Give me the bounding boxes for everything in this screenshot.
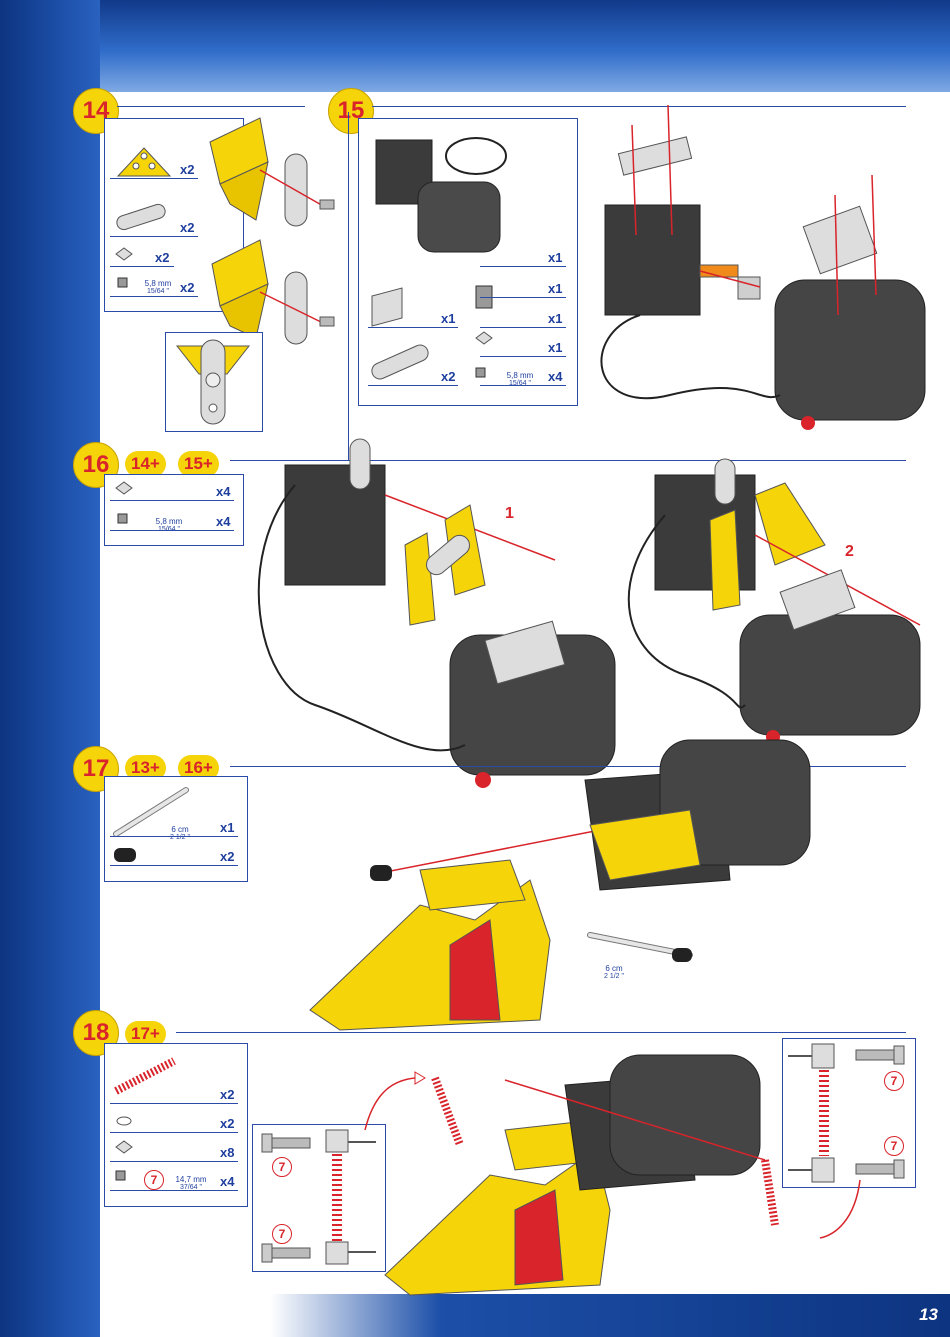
step-14-detail-art (165, 332, 261, 430)
step-16-label-1: 1 (505, 505, 514, 523)
step-18-left-mark-top: 7 (272, 1157, 292, 1177)
step-18-right-mark-bottom: 7 (884, 1136, 904, 1156)
step-18-left-mark-bottom: 7 (272, 1224, 292, 1244)
step-15-qty-7: x4 (548, 369, 562, 384)
step-18-right-mark-top: 7 (884, 1071, 904, 1091)
left-blue-band (0, 0, 100, 1337)
step-15-qty-5: x1 (548, 340, 562, 355)
step-16-label-2: 2 (845, 543, 854, 561)
step-17-assembly-art (300, 730, 820, 1060)
step-14-assembly-art (190, 112, 350, 342)
top-blue-band (100, 0, 950, 92)
step-15-divider (348, 112, 349, 460)
step-18-qty-2: x2 (220, 1116, 234, 1131)
step-15-parts-art (358, 118, 576, 404)
bottom-blue-band (100, 1294, 950, 1337)
step-14-qty-3: x2 (155, 250, 169, 265)
step-15-assembly-art (580, 95, 930, 440)
step-15-qty-6: x2 (441, 369, 455, 384)
step-14-rule (117, 106, 305, 107)
page-number: 13 (919, 1305, 938, 1325)
step-18-qty-1: x2 (220, 1087, 234, 1102)
step-16-right-assembly-art (615, 455, 935, 755)
step-18-qty-4: x4 (220, 1174, 234, 1189)
step-15-qty-3: x1 (441, 311, 455, 326)
step-16-qty-2: x4 (216, 514, 230, 529)
step-15-qty-4: x1 (548, 311, 562, 326)
step-15-qty-1: x1 (548, 250, 562, 265)
step-18-hole-mark: 7 (144, 1170, 164, 1190)
step-18-qty-3: x8 (220, 1145, 234, 1160)
step-17-qty-1: x1 (220, 820, 234, 835)
step-18-rule (176, 1032, 906, 1033)
step-17-qty-2: x2 (220, 849, 234, 864)
step-16-qty-1: x4 (216, 484, 230, 499)
step-15-qty-2: x1 (548, 281, 562, 296)
step-18-assembly-art (355, 1050, 825, 1300)
